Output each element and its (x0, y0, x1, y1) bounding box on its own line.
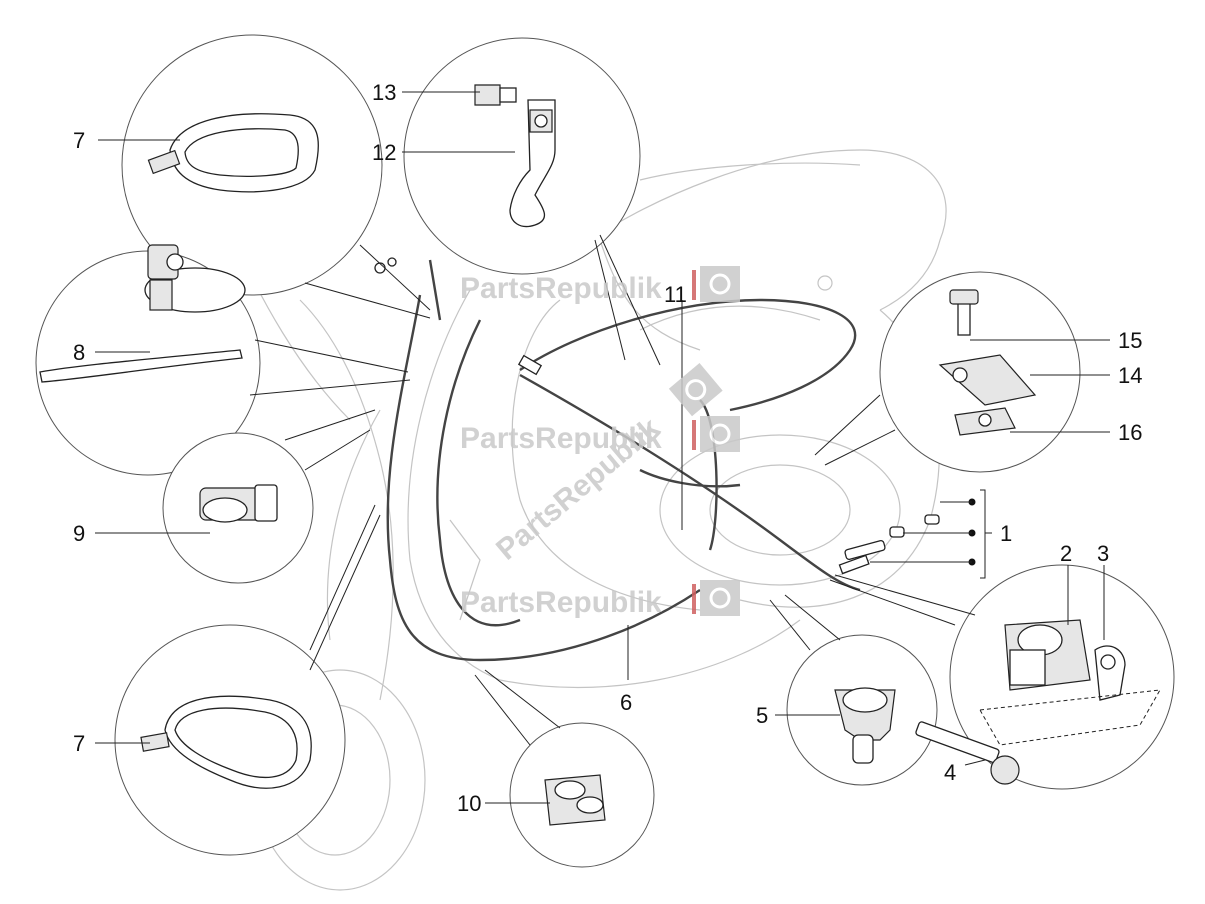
watermark-text-bottom: PartsRepublik (460, 586, 662, 619)
part-12-13-bracket (474, 84, 556, 228)
part-14-16-clamps (938, 289, 1037, 436)
callout-3: 3 (1097, 541, 1109, 566)
watermark-middle: PartsRepublik (460, 416, 740, 455)
part-7-strap-top (147, 113, 320, 193)
part-5-clip (834, 687, 896, 764)
gear-icon (700, 580, 740, 616)
cable-harness (374, 257, 870, 662)
callout-1: 1 (1000, 521, 1012, 546)
part-8-tie (39, 244, 246, 383)
part-1-pieces (844, 489, 986, 579)
watermark-bottom: PartsRepublik (460, 580, 740, 619)
watermark-text-middle: PartsRepublik (460, 422, 662, 455)
callout-7-bottom: 7 (73, 731, 85, 756)
gear-icon (668, 363, 723, 417)
callout-16: 16 (1118, 420, 1142, 445)
part-10-clip (544, 774, 606, 826)
callout-2: 2 (1060, 541, 1072, 566)
callout-labels: 1 2 3 4 5 6 7 7 8 9 10 11 12 13 14 15 16 (73, 80, 1142, 816)
part-2-4-holder (915, 619, 1161, 785)
callout-9: 9 (73, 521, 85, 546)
callout-4: 4 (944, 760, 956, 785)
part-7-strap-bottom (140, 695, 312, 789)
callout-8: 8 (73, 340, 85, 365)
watermark-top: PartsRepublik (460, 266, 740, 305)
callout-5: 5 (756, 703, 768, 728)
watermarks: PartsRepublik PartsRepublik PartsRepubli… (460, 266, 740, 619)
callout-14: 14 (1118, 363, 1142, 388)
watermark-diagonal: PartsRepublik (490, 363, 723, 567)
detail-connectors (249, 234, 976, 746)
callout-6: 6 (620, 690, 632, 715)
leader-lines (95, 91, 1110, 804)
callout-13: 13 (372, 80, 396, 105)
part-9-clip (199, 484, 278, 523)
gear-icon (700, 266, 740, 302)
detail-circle-12-13 (403, 37, 641, 275)
callout-10: 10 (457, 791, 481, 816)
callout-7-top: 7 (73, 128, 85, 153)
callout-11: 11 (664, 282, 687, 307)
callout-12: 12 (372, 140, 396, 165)
callout-15: 15 (1118, 328, 1142, 353)
watermark-text-top: PartsRepublik (460, 272, 662, 305)
gear-icon (700, 416, 740, 452)
